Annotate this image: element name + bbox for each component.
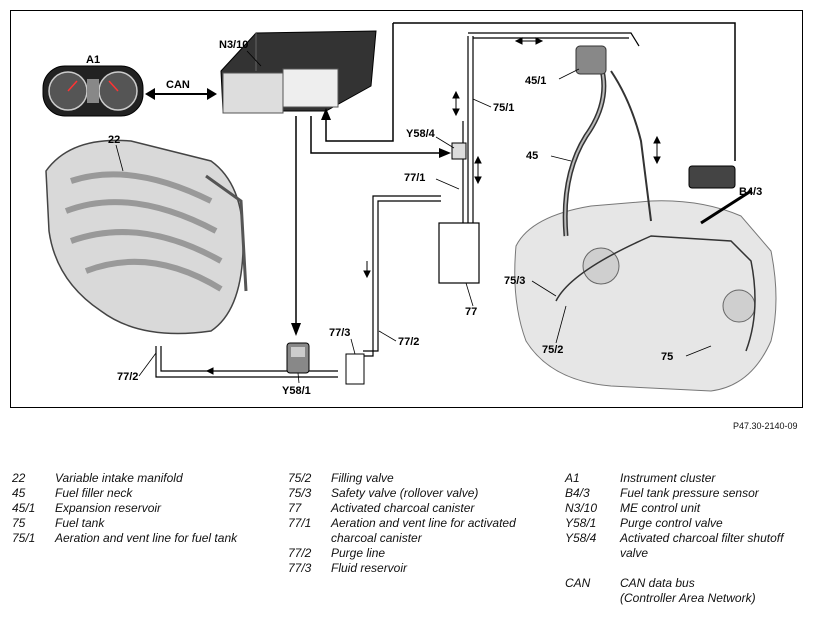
legend-code: Y58/4 — [565, 531, 597, 545]
label-75: 75 — [661, 351, 673, 363]
intake-manifold — [45, 139, 248, 335]
legend-row: 75/1 Aeration and vent line for fuel tank — [12, 531, 275, 546]
legend-desc: (Controller Area Network) — [620, 591, 756, 605]
legend-desc: Activated charcoal filter shutoff — [620, 531, 784, 545]
legend-code: 77/2 — [288, 546, 312, 560]
legend-code: Y58/1 — [565, 516, 597, 530]
purge-control-valve — [286, 342, 310, 374]
legend-column-3: A1 Instrument cluster B4/3 Fuel tank press… — [565, 471, 790, 606]
legend-code: N3/10 — [565, 501, 598, 515]
legend-row: 45/1 Expansion reservoir — [12, 501, 275, 516]
label-n3-10: N3/10 — [219, 39, 248, 51]
legend-code: B4/3 — [565, 486, 590, 500]
legend-row: 77 Activated charcoal canister — [288, 501, 526, 516]
fuel-tank — [514, 200, 777, 392]
label-can: CAN — [166, 79, 190, 91]
shutoff-valve — [451, 142, 467, 160]
legend-row: Y58/4 Activated charcoal filter shutoff — [565, 531, 790, 546]
flow-arrows — [205, 37, 661, 375]
legend-desc: Fuel tank pressure sensor — [620, 486, 759, 500]
fuel-filler-neck — [562, 45, 652, 237]
legend-column-1: 22 Variable intake manifold 45 Fuel filler… — [12, 471, 275, 546]
legend-code: 75/2 — [288, 471, 312, 485]
label-b4-3: B4/3 — [739, 186, 762, 198]
legend-code: 77 — [288, 501, 302, 515]
legend-code: 75/1 — [12, 531, 36, 545]
legend-column-2: 75/2 Filling valve 75/3 Safety valve (roll… — [288, 471, 526, 576]
label-45-1: 45/1 — [525, 75, 546, 87]
legend-desc: Expansion reservoir — [55, 501, 162, 515]
legend-row: 75 Fuel tank — [12, 516, 275, 531]
label-77: 77 — [465, 306, 477, 318]
legend-desc: Fuel filler neck — [55, 486, 133, 500]
legend-desc: valve — [620, 546, 649, 560]
legend-code: 45/1 — [12, 501, 36, 515]
label-y58-4: Y58/4 — [406, 128, 436, 140]
legend-code: 77/1 — [288, 516, 312, 530]
legend-code: CAN — [565, 576, 591, 590]
pressure-sensor — [688, 165, 752, 225]
label-77-1: 77/1 — [404, 172, 425, 184]
legend-code: 77/3 — [288, 561, 312, 575]
legend-desc: Variable intake manifold — [55, 471, 183, 485]
legend-row: 77/1 Aeration and vent line for activated — [288, 516, 526, 531]
label-y58-1: Y58/1 — [282, 385, 311, 397]
legend-row: A1 Instrument cluster — [565, 471, 790, 486]
label-77-2b: 77/2 — [117, 371, 138, 383]
label-77-2: 77/2 — [398, 336, 419, 348]
leader-lines — [115, 50, 712, 384]
legend-desc: ME control unit — [620, 501, 701, 515]
legend-row: charcoal canister — [288, 531, 526, 546]
legend-row: (Controller Area Network) — [565, 591, 790, 606]
label-75-3: 75/3 — [504, 275, 525, 287]
signal-lines — [295, 22, 736, 326]
can-arrow — [145, 88, 217, 100]
legend-desc: Fluid reservoir — [331, 561, 408, 575]
label-77-3: 77/3 — [329, 327, 350, 339]
vent-lines — [155, 32, 640, 378]
figure-reference: P47.30-2140-09 — [733, 421, 798, 431]
legend-code: 22 — [12, 471, 26, 485]
legend-desc: Filling valve — [331, 471, 394, 485]
legend-code: 45 — [12, 486, 26, 500]
label-75-1: 75/1 — [493, 102, 514, 114]
legend-desc: Activated charcoal canister — [331, 501, 475, 515]
legend-row: 45 Fuel filler neck — [12, 486, 275, 501]
me-control-unit — [220, 30, 377, 114]
legend-desc: Aeration and vent line for activated — [331, 516, 516, 530]
legend-code: A1 — [565, 471, 580, 485]
legend-row: Y58/1 Purge control valve — [565, 516, 790, 531]
legend-row: CAN CAN data bus — [565, 576, 790, 591]
charcoal-canister — [438, 222, 480, 284]
legend-row: valve — [565, 546, 790, 561]
legend-row: N3/10 ME control unit — [565, 501, 790, 516]
legend-desc: charcoal canister — [331, 531, 422, 545]
label-75-2: 75/2 — [542, 344, 563, 356]
legend-desc: CAN data bus — [620, 576, 695, 590]
legend-desc: Purge line — [331, 546, 386, 560]
fuel-evap-diagram: A1 CAN N3/10 22 Y58/4 75/1 77/1 77 77/3 … — [42, 22, 777, 397]
legend-row: 22 Variable intake manifold — [12, 471, 275, 486]
legend-row: B4/3 Fuel tank pressure sensor — [565, 486, 790, 501]
legend-row: 75/3 Safety valve (rollover valve) — [288, 486, 526, 501]
legend-desc: Fuel tank — [55, 516, 105, 530]
label-22: 22 — [108, 134, 120, 146]
legend-desc: Purge control valve — [620, 516, 723, 530]
legend-row: 77/2 Purge line — [288, 546, 526, 561]
legend-code: 75/3 — [288, 486, 312, 500]
label-45: 45 — [526, 150, 538, 162]
legend-row: 77/3 Fluid reservoir — [288, 561, 526, 576]
legend-desc: Safety valve (rollover valve) — [331, 486, 479, 500]
legend-desc: Aeration and vent line for fuel tank — [55, 531, 238, 545]
instrument-cluster — [42, 65, 144, 117]
label-a1: A1 — [86, 54, 100, 66]
fluid-reservoir — [345, 353, 365, 385]
legend-gap — [565, 561, 790, 576]
legend-code: 75 — [12, 516, 26, 530]
diagram-frame: A1 CAN N3/10 22 Y58/4 75/1 77/1 77 77/3 … — [10, 10, 803, 408]
legend-desc: Instrument cluster — [620, 471, 716, 485]
legend-row: 75/2 Filling valve — [288, 471, 526, 486]
